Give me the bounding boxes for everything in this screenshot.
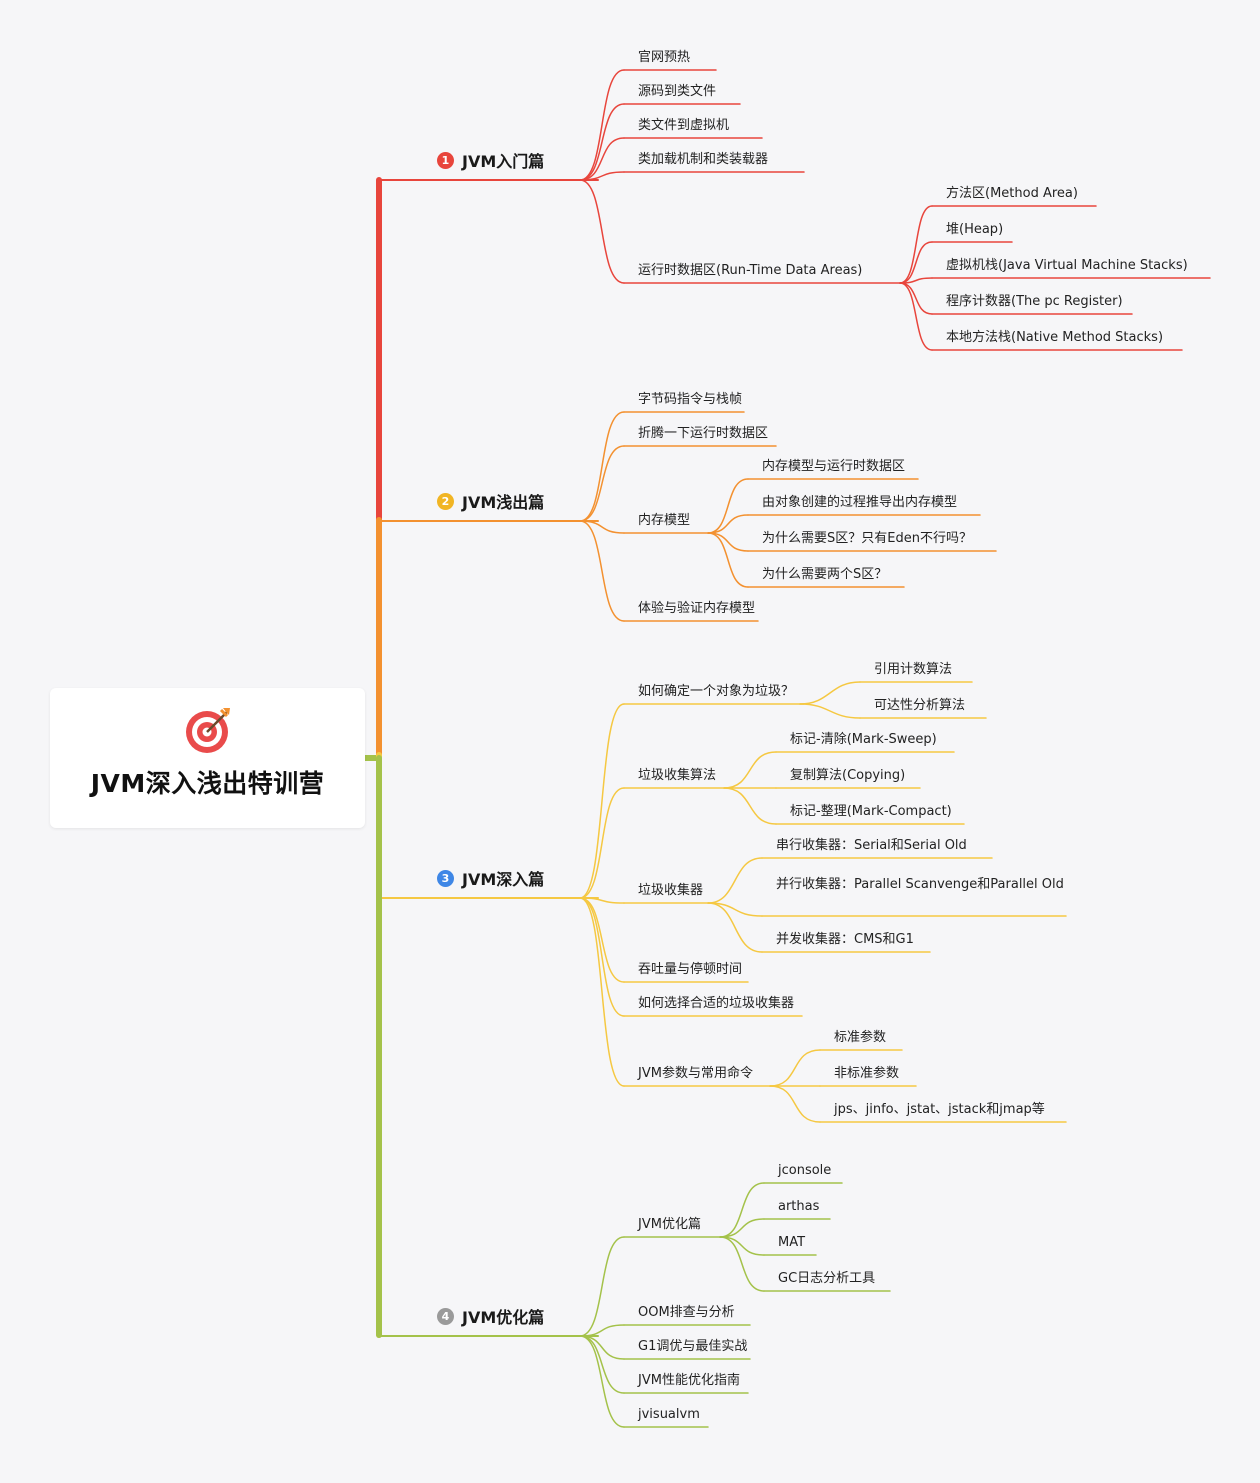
branch-connector (579, 520, 625, 534)
section-header-4[interactable]: 4 JVM优化篇 (437, 1304, 544, 1328)
sub-branch-item[interactable]: 并行收集器：Parallel Scanvenge和Parallel Old (776, 877, 1064, 892)
sub-branch-connector (723, 787, 777, 825)
branch-item[interactable]: 官网预热 (638, 50, 691, 65)
section-number-badge: 2 (437, 492, 454, 510)
branch-connector (579, 897, 625, 983)
branch-item[interactable]: JVM性能优化指南 (638, 1373, 740, 1388)
branch-item[interactable]: JVM优化篇 (638, 1217, 701, 1232)
sub-branch-item[interactable]: 串行收集器：Serial和Serial Old (776, 838, 967, 853)
branch-connector (579, 411, 625, 522)
sub-branch-connector (769, 1085, 821, 1123)
branch-item[interactable]: 类文件到虚拟机 (638, 118, 730, 133)
branch-connector (579, 897, 625, 1087)
sub-branch-connector (707, 514, 749, 534)
branch-item[interactable]: 垃圾收集器 (638, 883, 704, 898)
sub-branch-item[interactable]: 标记-清除(Mark-Sweep) (790, 732, 937, 747)
section-title: JVM浅出篇 (462, 493, 545, 512)
sub-branch-item[interactable]: 虚拟机栈(Java Virtual Machine Stacks) (946, 258, 1188, 273)
branch-item[interactable]: 字节码指令与栈帧 (638, 392, 743, 407)
branch-item[interactable]: 类加载机制和类装载器 (638, 152, 769, 167)
section-header-2[interactable]: 2 JVM浅出篇 (437, 489, 544, 513)
sub-branch-item[interactable]: 为什么需要两个S区？ (762, 567, 888, 582)
section-number-badge: 4 (437, 1307, 454, 1325)
sub-branch-connector (769, 1049, 821, 1087)
sub-branch-connector (723, 751, 777, 789)
sub-branch-connector (799, 681, 861, 705)
branch-connector (579, 445, 625, 522)
branch-item[interactable]: OOM排查与分析 (638, 1305, 735, 1320)
sub-branch-connector (719, 1236, 765, 1256)
branch-item[interactable]: 运行时数据区(Run-Time Data Areas) (638, 263, 863, 278)
branch-item[interactable]: 折腾一下运行时数据区 (638, 426, 769, 441)
root-node[interactable]: JVM深入浅出特训营 (50, 688, 365, 828)
sub-branch-item[interactable]: MAT (778, 1235, 806, 1250)
target-icon (186, 708, 230, 753)
branch-item[interactable]: 如何确定一个对象为垃圾？ (638, 684, 795, 699)
sub-branch-item[interactable]: 由对象创建的过程推导出内存模型 (762, 495, 958, 510)
sub-branch-connector (899, 205, 933, 284)
branch-item[interactable]: 垃圾收集算法 (638, 768, 717, 783)
sub-branch-item[interactable]: 为什么需要S区？只有Eden不行吗？ (762, 531, 972, 546)
branch-item[interactable]: G1调优与最佳实战 (638, 1339, 748, 1354)
branch-connector (579, 897, 625, 1017)
sub-branch-item[interactable]: 本地方法栈(Native Method Stacks) (946, 330, 1164, 345)
branch-connector (579, 103, 625, 181)
section-title: JVM优化篇 (462, 1308, 545, 1327)
branch-item[interactable]: 内存模型 (638, 513, 691, 528)
root-title: JVM深入浅出特训营 (90, 769, 325, 798)
sub-branch-item[interactable]: 复制算法(Copying) (790, 768, 906, 783)
section-number-badge: 3 (437, 869, 454, 887)
sub-branch-connector (899, 282, 933, 315)
sub-branch-item[interactable]: 标记-整理(Mark-Compact) (790, 804, 952, 819)
branch-connector (579, 1324, 625, 1337)
sub-branch-item[interactable]: arthas (778, 1199, 820, 1214)
sub-branch-connector (707, 857, 763, 904)
section-header-1[interactable]: 1 JVM入门篇 (437, 148, 544, 172)
branch-item[interactable]: JVM参数与常用命令 (638, 1066, 753, 1081)
sub-branch-connector (719, 1182, 765, 1238)
sub-branch-item[interactable]: 程序计数器(The pc Register) (946, 294, 1123, 309)
sub-branch-connector (707, 478, 749, 534)
sub-branch-connector (707, 532, 749, 588)
sub-branch-item[interactable]: 内存模型与运行时数据区 (762, 459, 906, 474)
sub-branch-item[interactable]: 堆(Heap) (946, 222, 1004, 237)
branch-connector (579, 171, 625, 181)
sub-branch-item[interactable]: 引用计数算法 (874, 662, 953, 677)
sub-branch-connector (719, 1218, 765, 1238)
sub-branch-connector (899, 282, 933, 351)
sub-branch-item[interactable]: jconsole (778, 1163, 832, 1178)
branch-item[interactable]: jvisualvm (638, 1407, 700, 1422)
sub-branch-connector (899, 241, 933, 284)
branch-item[interactable]: 体验与验证内存模型 (638, 601, 756, 616)
branch-item[interactable]: 吞吐量与停顿时间 (638, 962, 743, 977)
sub-branch-item[interactable]: 方法区(Method Area) (946, 186, 1078, 201)
sub-branch-item[interactable]: 标准参数 (834, 1030, 887, 1045)
sub-branch-connector (799, 703, 861, 719)
section-header-3[interactable]: 3 JVM深入篇 (437, 866, 544, 890)
branch-connector (579, 1335, 625, 1360)
sub-branch-item[interactable]: 可达性分析算法 (874, 698, 966, 713)
sub-branch-item[interactable]: GC日志分析工具 (778, 1271, 876, 1286)
sub-branch-connector (719, 1236, 765, 1292)
branch-item[interactable]: 如何选择合适的垃圾收集器 (638, 996, 795, 1011)
sub-branch-item[interactable]: 非标准参数 (834, 1066, 900, 1081)
branch-connector (579, 179, 625, 284)
sub-branch-item[interactable]: jps、jinfo、jstat、jstack和jmap等 (834, 1102, 1045, 1117)
sub-branch-connector (707, 902, 763, 953)
section-title: JVM入门篇 (462, 152, 545, 171)
branch-connector (579, 787, 625, 899)
branch-connector (579, 137, 625, 181)
branch-connector (579, 703, 625, 899)
sub-branch-item[interactable]: 并发收集器：CMS和G1 (776, 932, 914, 947)
sub-branch-connector (707, 532, 749, 552)
section-title: JVM深入篇 (462, 870, 545, 889)
branch-connector (579, 1335, 625, 1428)
branch-connector (579, 1236, 625, 1337)
branch-connector (579, 520, 625, 622)
branch-connector (579, 69, 625, 181)
section-number-badge: 1 (437, 151, 454, 169)
branch-connector (579, 897, 625, 904)
branch-item[interactable]: 源码到类文件 (638, 84, 717, 99)
